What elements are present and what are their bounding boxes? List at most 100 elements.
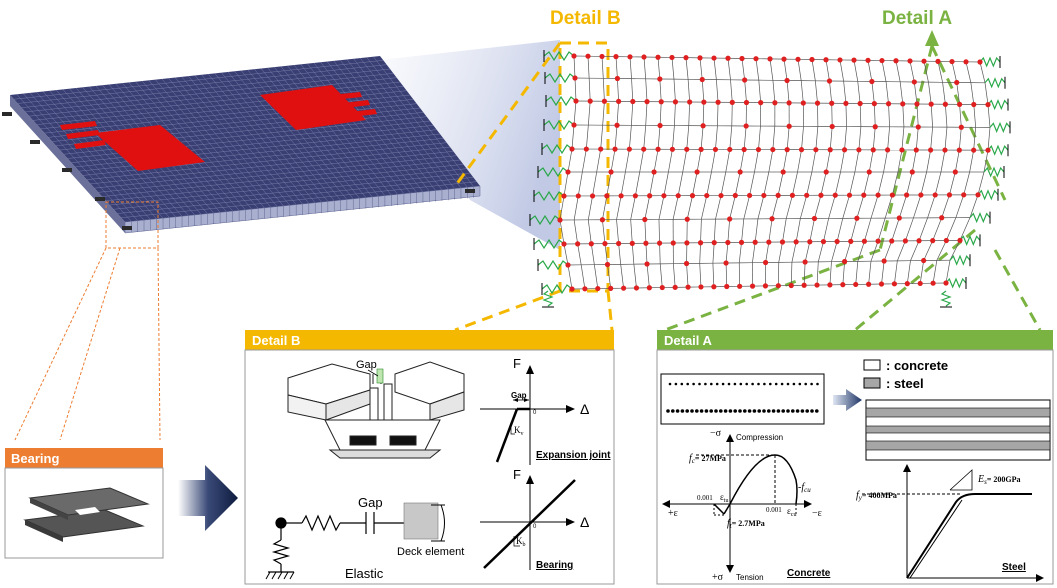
rebar-dot-bottom: [791, 409, 795, 413]
mesh-edge: [668, 149, 673, 173]
mesh-edge: [834, 171, 841, 196]
mesh-node: [762, 259, 769, 266]
mesh-node: [881, 258, 887, 264]
mesh-edge: [956, 82, 960, 105]
mesh-edge: [739, 149, 745, 173]
mesh-edge: [755, 58, 760, 81]
mesh-node: [823, 169, 829, 175]
mesh-node: [572, 75, 578, 81]
spring: [989, 121, 1011, 133]
mesh-edge: [845, 103, 847, 127]
mesh-edge: [700, 219, 702, 243]
mesh-edge: [630, 219, 633, 244]
spring: [543, 50, 575, 62]
mesh-edge: [645, 101, 648, 126]
mesh-edge: [857, 81, 861, 104]
mesh-node: [672, 99, 679, 105]
mesh-node: [834, 238, 840, 245]
mesh-node: [727, 146, 733, 153]
mesh-node: [632, 193, 638, 199]
mesh-node: [949, 58, 955, 65]
compression-label: Compression: [736, 433, 783, 442]
mesh-node: [644, 261, 650, 267]
mesh-edge: [741, 58, 746, 81]
mesh-node: [657, 76, 663, 82]
mesh-node: [788, 282, 794, 289]
mesh-edge: [864, 218, 872, 242]
mesh-edge: [811, 149, 817, 173]
mesh-node: [724, 283, 730, 290]
mesh-node: [786, 100, 792, 106]
mesh-node: [737, 169, 743, 175]
mesh-node: [644, 99, 650, 105]
mesh-edge: [604, 243, 608, 265]
mesh-node: [846, 192, 853, 198]
mesh-node: [943, 237, 949, 244]
mesh-edge: [811, 59, 816, 81]
mesh-edge: [602, 195, 608, 220]
mesh-node: [749, 283, 756, 289]
mesh-edge: [716, 79, 719, 103]
mesh-node: [823, 57, 829, 63]
spring: [945, 277, 967, 289]
mesh-node: [802, 259, 808, 265]
mesh-node: [729, 99, 735, 105]
mesh-edge: [915, 126, 919, 151]
origin-label-1: 0: [533, 410, 537, 416]
detail-a-panel: Detail A : concrete : steel: [656, 330, 1054, 585]
mesh-node: [879, 57, 885, 64]
mesh-edge: [630, 195, 636, 220]
mesh-edge: [873, 103, 876, 127]
mesh-edge: [815, 126, 819, 150]
mesh-node: [601, 98, 608, 104]
rebar-dot-bottom: [757, 409, 761, 413]
mesh-node: [616, 98, 622, 104]
neg-sigma-label: −σ: [710, 428, 722, 439]
mesh-edge: [800, 195, 808, 219]
mesh-edge: [729, 195, 736, 220]
mesh-edge: [567, 264, 573, 290]
mesh-node: [893, 58, 899, 64]
mesh-edge: [616, 195, 622, 220]
mesh-edge: [702, 102, 705, 126]
mesh-edge: [801, 126, 804, 150]
mesh-edge: [635, 171, 641, 196]
mesh-node: [875, 238, 881, 244]
mesh-edge: [888, 103, 890, 127]
mesh-edge: [738, 242, 742, 263]
mesh-node: [902, 238, 908, 244]
mesh-edge: [946, 217, 957, 241]
mesh-node: [583, 146, 589, 152]
mesh-edge: [959, 217, 971, 241]
spring-vertical: [940, 290, 952, 307]
mesh-edge: [785, 195, 793, 219]
rebar-dot-bottom: [728, 409, 733, 413]
mesh-edge: [712, 263, 715, 287]
mesh-edge: [790, 262, 793, 286]
mesh-edge: [645, 243, 648, 265]
spring: [545, 95, 577, 107]
mesh-node: [827, 282, 833, 288]
mesh-edge: [625, 149, 630, 173]
mesh-node: [875, 192, 881, 198]
mesh-edge: [970, 82, 975, 105]
mesh-node: [655, 54, 661, 60]
mesh-edge: [969, 194, 979, 218]
mesh-node: [915, 124, 921, 130]
minus-eps-label: −ε: [812, 508, 822, 519]
mesh-node: [985, 147, 991, 153]
mesh-node: [630, 98, 636, 105]
mesh-node: [573, 98, 579, 104]
rebar-dot-top: [680, 382, 684, 386]
mesh-edge: [969, 150, 974, 173]
rebar-dot-bottom: [786, 409, 790, 413]
mesh-node: [818, 192, 824, 198]
mesh-edge: [839, 59, 844, 82]
mesh-edge: [884, 194, 893, 219]
mesh-edge: [940, 150, 946, 173]
mesh-node: [866, 281, 872, 287]
mesh-edge: [868, 261, 872, 285]
val-0001-right: 0.001: [766, 506, 782, 514]
spring: [529, 214, 561, 226]
